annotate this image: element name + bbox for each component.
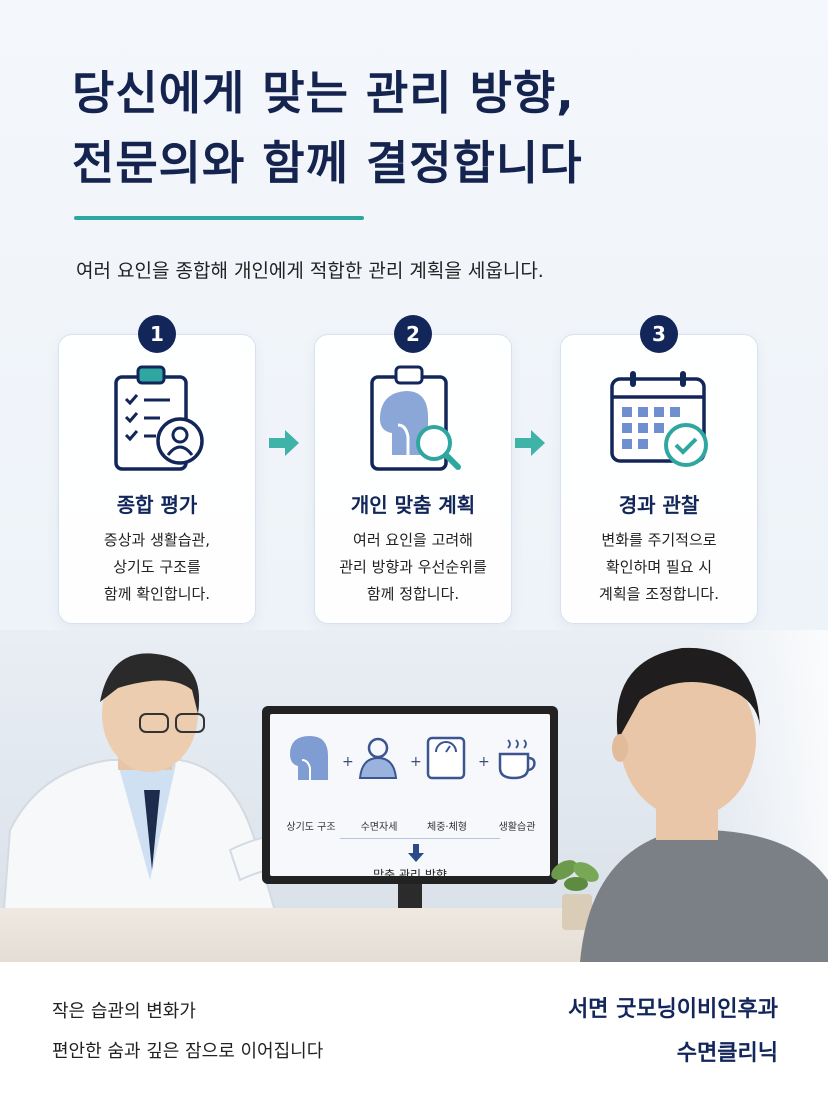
clinic-name-line: 수면클리닉 [676, 1041, 778, 1066]
sleep-posture-icon [358, 737, 398, 779]
step-desc-line: 계획을 조정합니다. [599, 585, 719, 603]
step-desc-line: 변화를 주기적으로 [601, 531, 717, 549]
steps-section: 1 종합 평가 증상과 생활습관, 상기도 구조를 함께 확인합니다. 2 [58, 315, 758, 624]
consultation-scene: + + + 상기도 구조 수면자세 체중·체형 생활습관 [0, 630, 828, 962]
footer: 작은 습관의 변화가 편안한 숨과 깊은 잠으로 이어집니다 서면 굿모닝이비인… [0, 962, 828, 1104]
step-card-3: 3 경과 관찰 변화를 주기적으로 확인하며 필요 시 계획을 조정합니다. [560, 315, 758, 624]
page-subtitle: 여러 요인을 종합해 개인에게 적합한 관리 계획을 세웁니다. [76, 260, 544, 282]
result-label: 맞춤 관리 방향 [373, 868, 447, 882]
step-desc-line: 함께 확인합니다. [103, 585, 211, 603]
step-description: 여러 요인을 고려해 관리 방향과 우선순위를 함께 정합니다. [315, 527, 511, 608]
arrow-right-icon [269, 430, 299, 456]
footer-message-line: 편안한 숨과 깊은 잠으로 이어집니다 [52, 1041, 324, 1062]
title-underline [74, 216, 364, 220]
plus-sign: + [342, 754, 354, 770]
plus-sign: + [478, 754, 490, 770]
step-description: 증상과 생활습관, 상기도 구조를 함께 확인합니다. [59, 527, 255, 608]
coffee-cup-icon [498, 739, 536, 780]
patient-illustration [580, 647, 828, 962]
clipboard-airway-magnifier-icon [370, 365, 461, 471]
clinic-name: 서면 굿모닝이비인후과 수면클리닉 [568, 988, 778, 1076]
step-number-badge: 2 [394, 315, 432, 353]
page-title-line2: 전문의와 함께 결정합니다 [72, 136, 583, 190]
footer-message: 작은 습관의 변화가 편안한 숨과 깊은 잠으로 이어집니다 [52, 992, 323, 1072]
step-desc-line: 증상과 생활습관, [103, 531, 211, 549]
step-title: 경과 관찰 [618, 493, 700, 517]
page-title-line1: 당신에게 맞는 관리 방향, [72, 66, 575, 120]
step-desc-line: 함께 정합니다. [366, 585, 460, 603]
plant-icon [551, 860, 599, 930]
clipboard-person-icon [114, 365, 204, 471]
step-description: 변화를 주기적으로 확인하며 필요 시 계획을 조정합니다. [561, 527, 757, 608]
arrow-right-icon [515, 430, 545, 456]
step-title: 개인 맞춤 계획 [350, 493, 476, 517]
monitor: + + + 상기도 구조 수면자세 체중·체형 생활습관 [262, 706, 558, 884]
page-title: 당신에게 맞는 관리 방향, 전문의와 함께 결정합니다 [72, 58, 772, 198]
divider [340, 838, 500, 839]
step-card-1: 1 종합 평가 증상과 생활습관, 상기도 구조를 함께 확인합니다. [58, 315, 256, 624]
step-number-badge: 1 [138, 315, 176, 353]
airway-head-icon [290, 736, 328, 780]
factor-label: 수면자세 [360, 822, 398, 833]
step-title: 종합 평가 [116, 493, 198, 517]
factor-label: 상기도 구조 [286, 822, 336, 833]
step-desc-line: 여러 요인을 고려해 [353, 531, 473, 549]
plus-sign: + [410, 754, 422, 770]
step-number-badge: 3 [640, 315, 678, 353]
step-card-2: 2 개인 맞춤 계획 여러 요인을 고려해 관리 방향과 우선순위를 함께 정합… [314, 315, 512, 624]
step-desc-line: 상기도 구조를 [113, 558, 201, 576]
factor-label: 생활습관 [498, 822, 536, 833]
scale-icon [426, 736, 466, 780]
monitor-screen: + + + 상기도 구조 수면자세 체중·체형 생활습관 [270, 714, 550, 882]
step-desc-line: 관리 방향과 우선순위를 [339, 558, 487, 576]
arrow-down-icon [408, 844, 424, 862]
clinic-name-line: 서면 굿모닝이비인후과 [567, 997, 778, 1022]
footer-message-line: 작은 습관의 변화가 [52, 1001, 196, 1022]
step-desc-line: 확인하며 필요 시 [605, 558, 713, 576]
calendar-check-icon [610, 371, 708, 467]
factor-label: 체중·체형 [427, 822, 467, 833]
